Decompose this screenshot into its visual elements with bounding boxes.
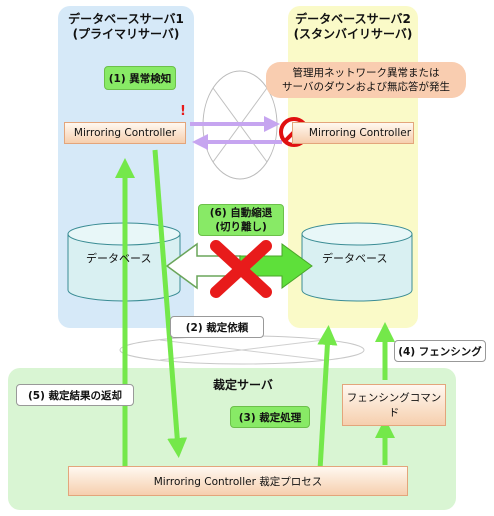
primary-database-label: データベース [86,252,152,265]
heartbeat-arrows [190,116,282,150]
standby-server-title: データベースサーバ2 (スタンバイリサーバ) [288,12,418,42]
arbitration-process-box: Mirroring Controller 裁定プロセス [68,466,408,496]
standby-database-icon [301,222,413,302]
fencing-command-box: フェンシングコマンド [342,384,446,426]
alert-exclamation: ! [180,104,186,119]
blocked-x-icon [210,240,272,298]
callout-line1: 管理用ネットワーク異常または [292,67,440,79]
step3-label: (3) 裁定処理 [230,406,310,428]
arbiter-title: 裁定サーバ [213,378,273,392]
step4-label: (4) フェンシング [394,340,486,362]
primary-title-line1: データベースサーバ1 [68,12,184,26]
flow-arrows [115,149,395,471]
mirroring-controller-primary: Mirroring Controller [64,122,186,144]
step6-label: (6) 自動縮退 (切り離し) [198,204,284,236]
step5-label: (5) 裁定結果の返却 [16,384,134,406]
callout-line2: サーバのダウンおよび無応答が発生 [282,81,450,93]
primary-server-title: データベースサーバ1 (プライマリサーバ) [58,12,194,42]
standby-title-line1: データベースサーバ2 [295,12,411,26]
standby-title-line2: (スタンバイリサーバ) [293,27,413,41]
mirroring-controller-standby: Mirroring Controller [292,122,414,144]
standby-database-label: データベース [322,252,388,265]
step6-line2: (切り離し) [215,221,267,233]
step2-label: (2) 裁定依頼 [170,316,264,338]
failure-callout: 管理用ネットワーク異常または サーバのダウンおよび無応答が発生 [266,62,466,98]
step6-line1: (6) 自動縮退 [209,207,273,219]
step1-label: (1) 異常検知 [104,66,176,90]
primary-title-line2: (プライマリサーバ) [72,27,180,41]
